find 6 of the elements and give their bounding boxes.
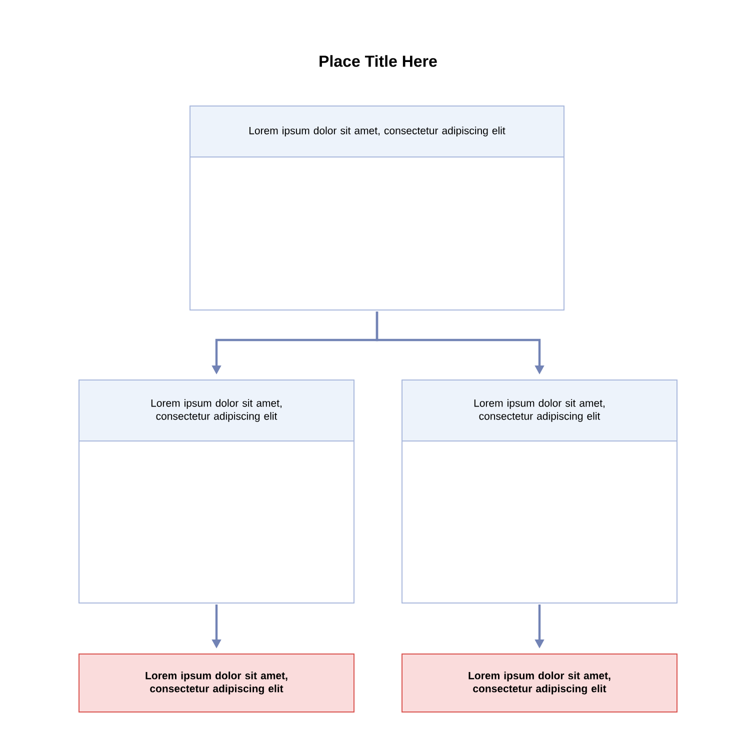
panel-box: Lorem ipsum dolor sit amet, consectetur adipiscing elit bbox=[78, 380, 354, 604]
result-box: Lorem ipsum dolor sit amet, consectetur adipiscing elit bbox=[402, 654, 678, 712]
panel-box: Lorem ipsum dolor sit amet, consectetur adipiscing elit bbox=[190, 106, 564, 310]
result-box: Lorem ipsum dolor sit amet, consectetur adipiscing elit bbox=[78, 654, 354, 712]
title: Place Title Here bbox=[320, 55, 437, 67]
panel-box: Lorem ipsum dolor sit amet, consectetur adipiscing elit bbox=[402, 380, 678, 604]
